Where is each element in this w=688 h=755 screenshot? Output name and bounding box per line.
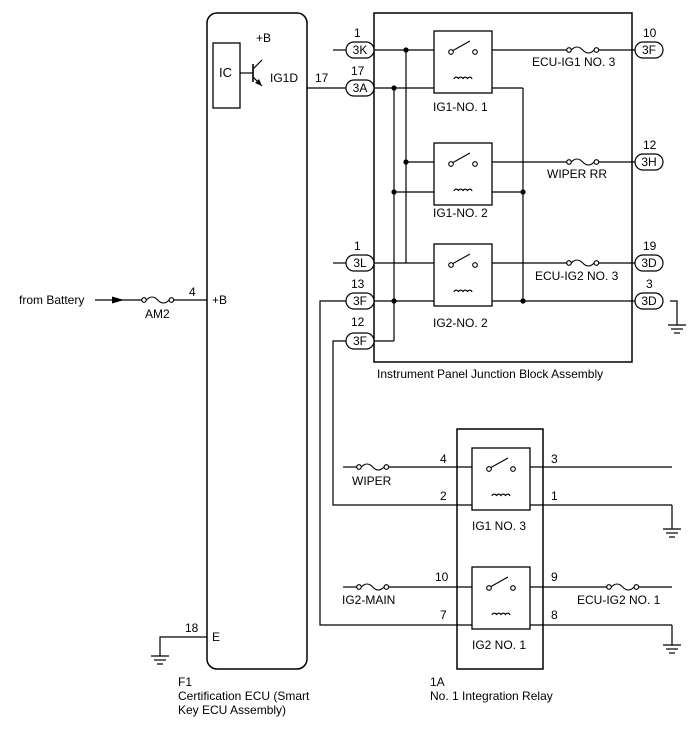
connector-3f-13-name: 3F [353, 294, 367, 308]
connector-3d-3-pin: 3 [646, 277, 653, 291]
relay-ig2-no1-label: IG2 NO. 1 [472, 638, 526, 652]
relay-pin-2: 2 [440, 489, 447, 503]
junction-block-box [373, 12, 633, 363]
connector-3a-name: 3A [353, 81, 368, 95]
connector-3f-12-pin: 12 [351, 315, 365, 329]
relay-ig1-no1-label: IG1-NO. 1 [433, 100, 488, 114]
ecu-name-line2: Key ECU Assembly) [178, 703, 286, 717]
connector-3l-left: 3L 1 [345, 239, 375, 272]
fuse-ig2-main-icon [356, 583, 390, 591]
integration-relay: 1A No. 1 Integration Relay IG1 NO. 3 IG2… [342, 428, 661, 703]
ecu-pin-e: 18 [185, 621, 199, 635]
fuse-wiper-rr-label: WIPER RR [547, 167, 607, 181]
fuse-ecu-ig1-no3-label: ECU-IG1 NO. 3 [532, 55, 616, 69]
ecu-bplus-supply-label: +B [256, 31, 271, 45]
connector-3k-name: 3K [353, 43, 368, 57]
relay-ig2-no2-icon [434, 244, 492, 306]
fuse-wiper-label: WIPER [352, 474, 392, 488]
ecu-pin-bplus: 4 [189, 285, 196, 299]
connector-3d-3-name: 3D [641, 294, 657, 308]
relay-ig2-no1-icon [472, 567, 530, 629]
connector-3k-pin: 1 [354, 26, 361, 40]
integration-relay-code: 1A [430, 675, 445, 689]
junction-dots [391, 47, 526, 304]
battery-label: from Battery [19, 293, 84, 307]
connector-3f-12-name: 3F [353, 334, 367, 348]
wires [95, 45, 686, 665]
connector-3f-13-left: 3F 13 [345, 277, 375, 310]
connector-3f-13-pin: 13 [351, 277, 365, 291]
relay-ig1-no2-icon [434, 143, 492, 205]
connectors: 3K 1 3A 17 3L 1 3F 13 3F 12 3F 10 [345, 26, 664, 350]
relay-pin-8: 8 [551, 608, 558, 622]
fuse-ecu-ig2-no3-label: ECU-IG2 NO. 3 [535, 269, 619, 283]
connector-3l-pin: 1 [354, 239, 361, 253]
connector-3f-right-pin: 10 [643, 26, 657, 40]
ecu-pin-ig1d: 17 [315, 71, 329, 85]
fuse-wiper-icon [356, 463, 390, 471]
relay-ig1-no2-label: IG1-NO. 2 [433, 206, 488, 220]
connector-3f-right: 3F 10 [634, 26, 664, 59]
connector-3h-pin: 12 [643, 138, 657, 152]
connector-3a-left: 3A 17 [345, 64, 375, 97]
relay-pin-10: 10 [435, 570, 449, 584]
connector-3d-3-right: 3D 3 [634, 277, 664, 310]
junction-block: Instrument Panel Junction Block Assembly… [373, 12, 633, 381]
relay-ig1-no3-icon [472, 448, 530, 510]
ecu-name-line1: Certification ECU (Smart [178, 689, 310, 703]
connector-3f-right-name: 3F [642, 43, 656, 57]
fuse-am2-label: AM2 [145, 307, 170, 321]
connector-3l-name: 3L [353, 256, 367, 270]
fuse-ecu-ig2-no1-label: ECU-IG2 NO. 1 [577, 593, 661, 607]
connector-3h-right: 3H 12 [634, 138, 664, 171]
relay-pin-9: 9 [551, 570, 558, 584]
fuse-ecu-ig1-no3-icon [566, 46, 600, 54]
connector-3d-19-pin: 19 [643, 239, 657, 253]
connector-3k-left: 3K 1 [345, 26, 375, 59]
fuse-ig2-main-label: IG2-MAIN [342, 593, 395, 607]
connector-3a-pin: 17 [351, 64, 365, 78]
ecu-code: F1 [178, 675, 192, 689]
ic-block [212, 42, 241, 109]
relay-ig1-no1-icon [434, 31, 492, 93]
transistor-icon [240, 59, 263, 87]
junction-block-title: Instrument Panel Junction Block Assembly [377, 367, 603, 381]
integration-relay-name: No. 1 Integration Relay [430, 689, 553, 703]
connector-3f-12-left: 3F 12 [345, 315, 375, 350]
relay-pin-1: 1 [551, 489, 558, 503]
relay-pin-3: 3 [551, 452, 558, 466]
connector-3d-19-name: 3D [641, 256, 657, 270]
connector-3h-name: 3H [641, 155, 656, 169]
relay-pin-4: 4 [440, 452, 447, 466]
ecu-e-label: E [212, 630, 220, 644]
fuse-wiper-rr-icon [566, 158, 600, 166]
ecu-bplus-label: +B [212, 293, 227, 307]
fuse-ecu-ig2-no1-icon [606, 583, 640, 591]
connector-3d-19-right: 3D 19 [634, 239, 664, 272]
fuse-am2-icon [141, 296, 175, 304]
fuse-ecu-ig2-no3-icon [566, 259, 600, 267]
integration-relay-box [456, 428, 544, 670]
relay-ig1-no3-label: IG1 NO. 3 [472, 519, 526, 533]
relay-pin-7: 7 [440, 608, 447, 622]
relay-ig2-no2-label: IG2-NO. 2 [433, 316, 488, 330]
ig1d-label: IG1D [270, 71, 298, 85]
ecu-box [206, 12, 308, 670]
certification-ecu: IC +B IG1D 17 4 +B 18 E F1 Certification… [178, 12, 329, 717]
ic-label: IC [219, 65, 232, 80]
